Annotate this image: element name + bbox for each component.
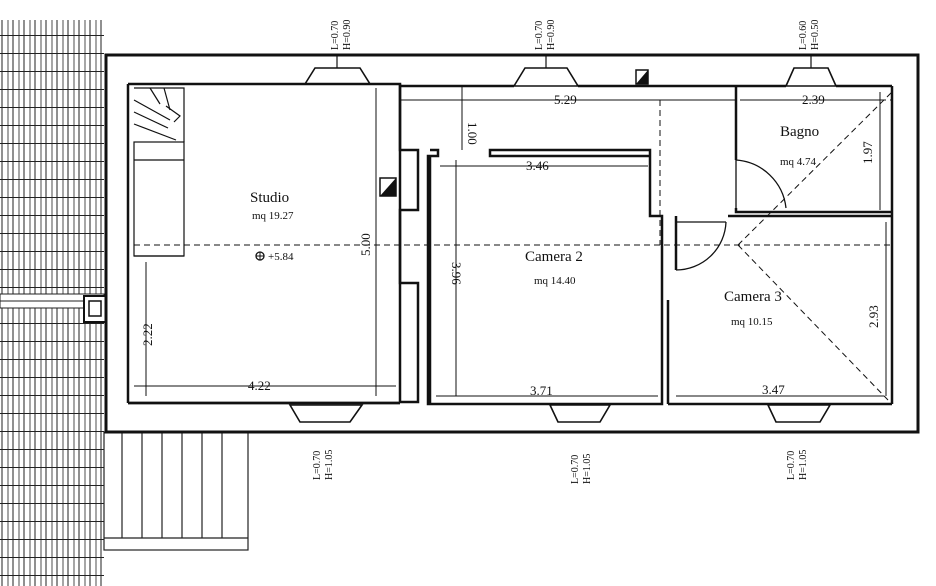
room-name-bagno: Bagno [780,124,819,140]
svg-text:H=1.05: H=1.05 [582,454,593,484]
inner-walls [128,82,894,406]
staircase [133,87,185,257]
svg-text:H=0.50: H=0.50 [810,20,821,50]
window-label-4: L=0.70 H=1.05 [312,450,335,480]
svg-text:L=0.70: L=0.70 [330,21,341,50]
room-name-camera-2: Camera 2 [525,249,583,265]
svg-text:L=0.70: L=0.70 [534,21,545,50]
chimney-icon [83,295,107,323]
svg-text:L=0.70: L=0.70 [786,451,797,480]
dim-2-93: 2.93 [866,305,881,328]
room-name-studio: Studio [250,190,289,206]
dim-3-46: 3.46 [526,158,549,173]
room-area-camera-2: mq 14.40 [534,275,576,287]
window-label-5: L=0.70 H=1.05 [570,454,593,484]
room-area-camera-3: mq 10.15 [731,316,773,328]
dim-5-00: 5.00 [358,233,373,256]
dashed-lines [134,91,893,401]
window-label-2: L=0.70 H=0.90 [534,20,557,50]
svg-text:L=0.70: L=0.70 [312,451,323,480]
windows-bottom [288,404,832,423]
dim-2-39: 2.39 [802,92,825,107]
window-label-6: L=0.70 H=1.05 [786,450,809,480]
svg-text:H=1.05: H=1.05 [798,450,809,480]
outer-wall [104,53,920,434]
room-area-bagno: mq 4.74 [780,156,817,168]
dim-4-22: 4.22 [248,378,271,393]
balcony [103,431,249,551]
svg-text:H=0.90: H=0.90 [546,20,557,50]
windows-top [303,67,838,87]
room-area-studio: mq 19.27 [252,210,294,222]
dim-5-29: 5.29 [554,92,577,107]
window-label-3: L=0.60 H=0.50 [798,20,821,50]
flue-icon [379,69,649,197]
elevation-label: +5.84 [268,251,294,263]
dim-3-47: 3.47 [762,382,785,397]
svg-text:H=1.05: H=1.05 [324,450,335,480]
dim-3-96: 3.96 [449,262,464,285]
dim-1-00: 1.00 [465,122,480,145]
elevation-marker [255,251,265,261]
dim-1-97: 1.97 [860,141,875,164]
svg-text:H=0.90: H=0.90 [342,20,353,50]
window-label-1: L=0.70 H=0.90 [330,20,353,50]
room-name-camera-3: Camera 3 [724,289,782,305]
dim-3-71: 3.71 [530,383,553,398]
dimension-lines [134,86,887,397]
svg-text:L=0.70: L=0.70 [570,455,581,484]
svg-text:L=0.60: L=0.60 [798,21,809,50]
dim-2-22: 2.22 [140,323,155,346]
